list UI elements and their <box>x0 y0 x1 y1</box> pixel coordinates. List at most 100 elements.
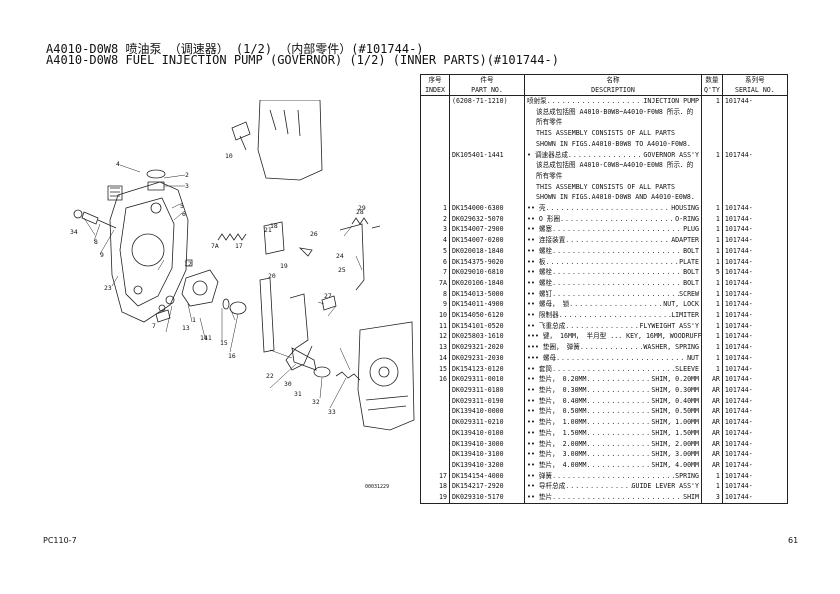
serial-cell: 101744- <box>721 384 788 396</box>
description-cn: •• 垫片， 1.50MM <box>527 428 587 437</box>
qty-cell <box>701 117 723 129</box>
description-cn: •• 连接装置 <box>527 236 566 245</box>
callout-3: 3 <box>185 182 189 190</box>
callout-6: 6 <box>182 210 186 218</box>
part-number-cell: DK154217-2920 <box>449 481 525 493</box>
part-number-cell: DK139410-3200 <box>449 459 525 471</box>
description-cn: •• 板 <box>527 257 546 266</box>
spring <box>217 233 247 241</box>
serial-cell <box>721 170 788 182</box>
callout-27: 27 <box>324 292 332 300</box>
description-en: BOLT <box>683 268 699 277</box>
serial-cell: 101744- <box>721 149 788 161</box>
description-en: LIMITER <box>671 311 699 320</box>
description-cn: •• 壳 <box>527 204 546 213</box>
callout-2: 2 <box>185 171 189 179</box>
part-number-cell: DK139410-3000 <box>449 438 525 450</box>
callout-29: 29 <box>358 204 366 212</box>
description-en: ADAPTER <box>671 236 699 245</box>
dot-leader <box>586 428 651 439</box>
index-cell: 18 <box>420 481 450 493</box>
qty-cell: 1 <box>701 224 723 236</box>
assembly-note: 所有零件 <box>536 171 563 180</box>
description-cell: •• 套筒SLEEVE <box>524 363 702 375</box>
part-number-cell: DK139410-3100 <box>449 449 525 460</box>
description-en: SHIM, 0.20MM <box>651 375 699 384</box>
description-cn: •• 垫片， 0.30MM <box>527 385 587 394</box>
description-cell: •• 螺母， 锁NUT, LOCK <box>524 299 702 311</box>
qty-cell <box>701 128 723 139</box>
exploded-view-figure: 12345677A8910111213141516171819202122232… <box>70 100 415 431</box>
index-cell: 16 <box>420 374 450 385</box>
qty-cell: 3 <box>701 492 723 504</box>
description-cell: •• 垫片， 4.00MMSHIM, 4.00MM <box>524 459 702 471</box>
description-en: PLATE <box>679 257 699 266</box>
serial-cell: 101744- <box>721 224 788 236</box>
serial-cell: 101744- <box>721 342 788 353</box>
index-cell: 8 <box>420 288 450 300</box>
description-en: SHIM, 0.50MM <box>651 407 699 416</box>
description-cn: •• 螺栓 <box>527 246 553 255</box>
col-part-no: 件号 PART NO. <box>449 74 525 96</box>
index-cell <box>420 170 450 182</box>
description-cell: •• 连接装置 ADAPTER <box>524 235 702 246</box>
index-cell: 5 <box>420 245 450 257</box>
parts-table-body: (6208-71-1210)喷射泵INJECTION PUMP1101744-该… <box>420 95 788 504</box>
qty-cell: 1 <box>701 342 723 353</box>
table-row: DK139410-3000•• 垫片， 2.00MMSHIM, 2.00MMAR… <box>420 438 788 450</box>
description-en: NUT, LOCK <box>663 300 699 309</box>
col-desc-cn: 名称 <box>606 76 620 84</box>
description-cn: • 调速器总成 <box>527 150 568 159</box>
callout-26: 26 <box>310 230 318 238</box>
description-cell: •• 限制器LIMITER <box>524 310 702 321</box>
dot-leader <box>586 406 651 417</box>
part-number-cell: DK105401-1441 <box>449 149 525 161</box>
leader-lines <box>83 164 363 409</box>
part-number-cell <box>449 170 525 182</box>
qty-cell: AR <box>701 395 723 407</box>
col-qty-en: Q'TY <box>704 86 720 94</box>
collar <box>313 366 331 378</box>
description-en: SCREW <box>679 289 699 298</box>
flyweight-hub <box>192 280 208 296</box>
housing-boss <box>133 285 143 295</box>
spring-washer <box>165 295 175 305</box>
part-number-cell: DK020106-1840 <box>449 277 525 289</box>
index-cell: 7A <box>420 277 450 289</box>
pump-body-detail <box>365 395 409 411</box>
qty-cell: 1 <box>701 331 723 343</box>
description-cn: •• 螺钉 <box>527 289 553 298</box>
part-number-cell: DK154007-0200 <box>449 235 525 246</box>
callout-4: 4 <box>116 160 120 168</box>
description-line: •• 垫片， 3.00MMSHIM, 3.00MM <box>527 449 699 460</box>
description-cell: •• 导杆总成GUIDE LEVER ASS'Y <box>524 481 702 493</box>
lock-nut <box>73 209 83 219</box>
index-cell <box>420 459 450 471</box>
callout-5: 5 <box>180 202 184 210</box>
index-cell <box>420 192 450 204</box>
qty-cell: AR <box>701 449 723 460</box>
description-en: HOUSING <box>671 204 699 213</box>
qty-cell: 1 <box>701 245 723 257</box>
description-cn: •• 螺栓 <box>527 268 553 277</box>
description-cell: •• 螺塞PLUG <box>524 224 702 236</box>
nut <box>158 304 166 312</box>
description-cell: •• 螺栓 BOLT <box>524 267 702 278</box>
description-line: •• 壳 HOUSING <box>527 203 699 214</box>
description-line: •• 导杆总成GUIDE LEVER ASS'Y <box>527 481 699 492</box>
qty-cell <box>701 170 723 182</box>
description-line: •• 螺栓BOLT <box>527 278 699 289</box>
index-cell: 7 <box>420 267 450 278</box>
parts-table-header: 序号 INDEX 件号 PART NO. 名称 DESCRIPTION 数量 Q… <box>420 74 788 96</box>
index-cell: 12 <box>420 331 450 343</box>
description-line: •• 螺母， 锁NUT, LOCK <box>527 299 699 310</box>
